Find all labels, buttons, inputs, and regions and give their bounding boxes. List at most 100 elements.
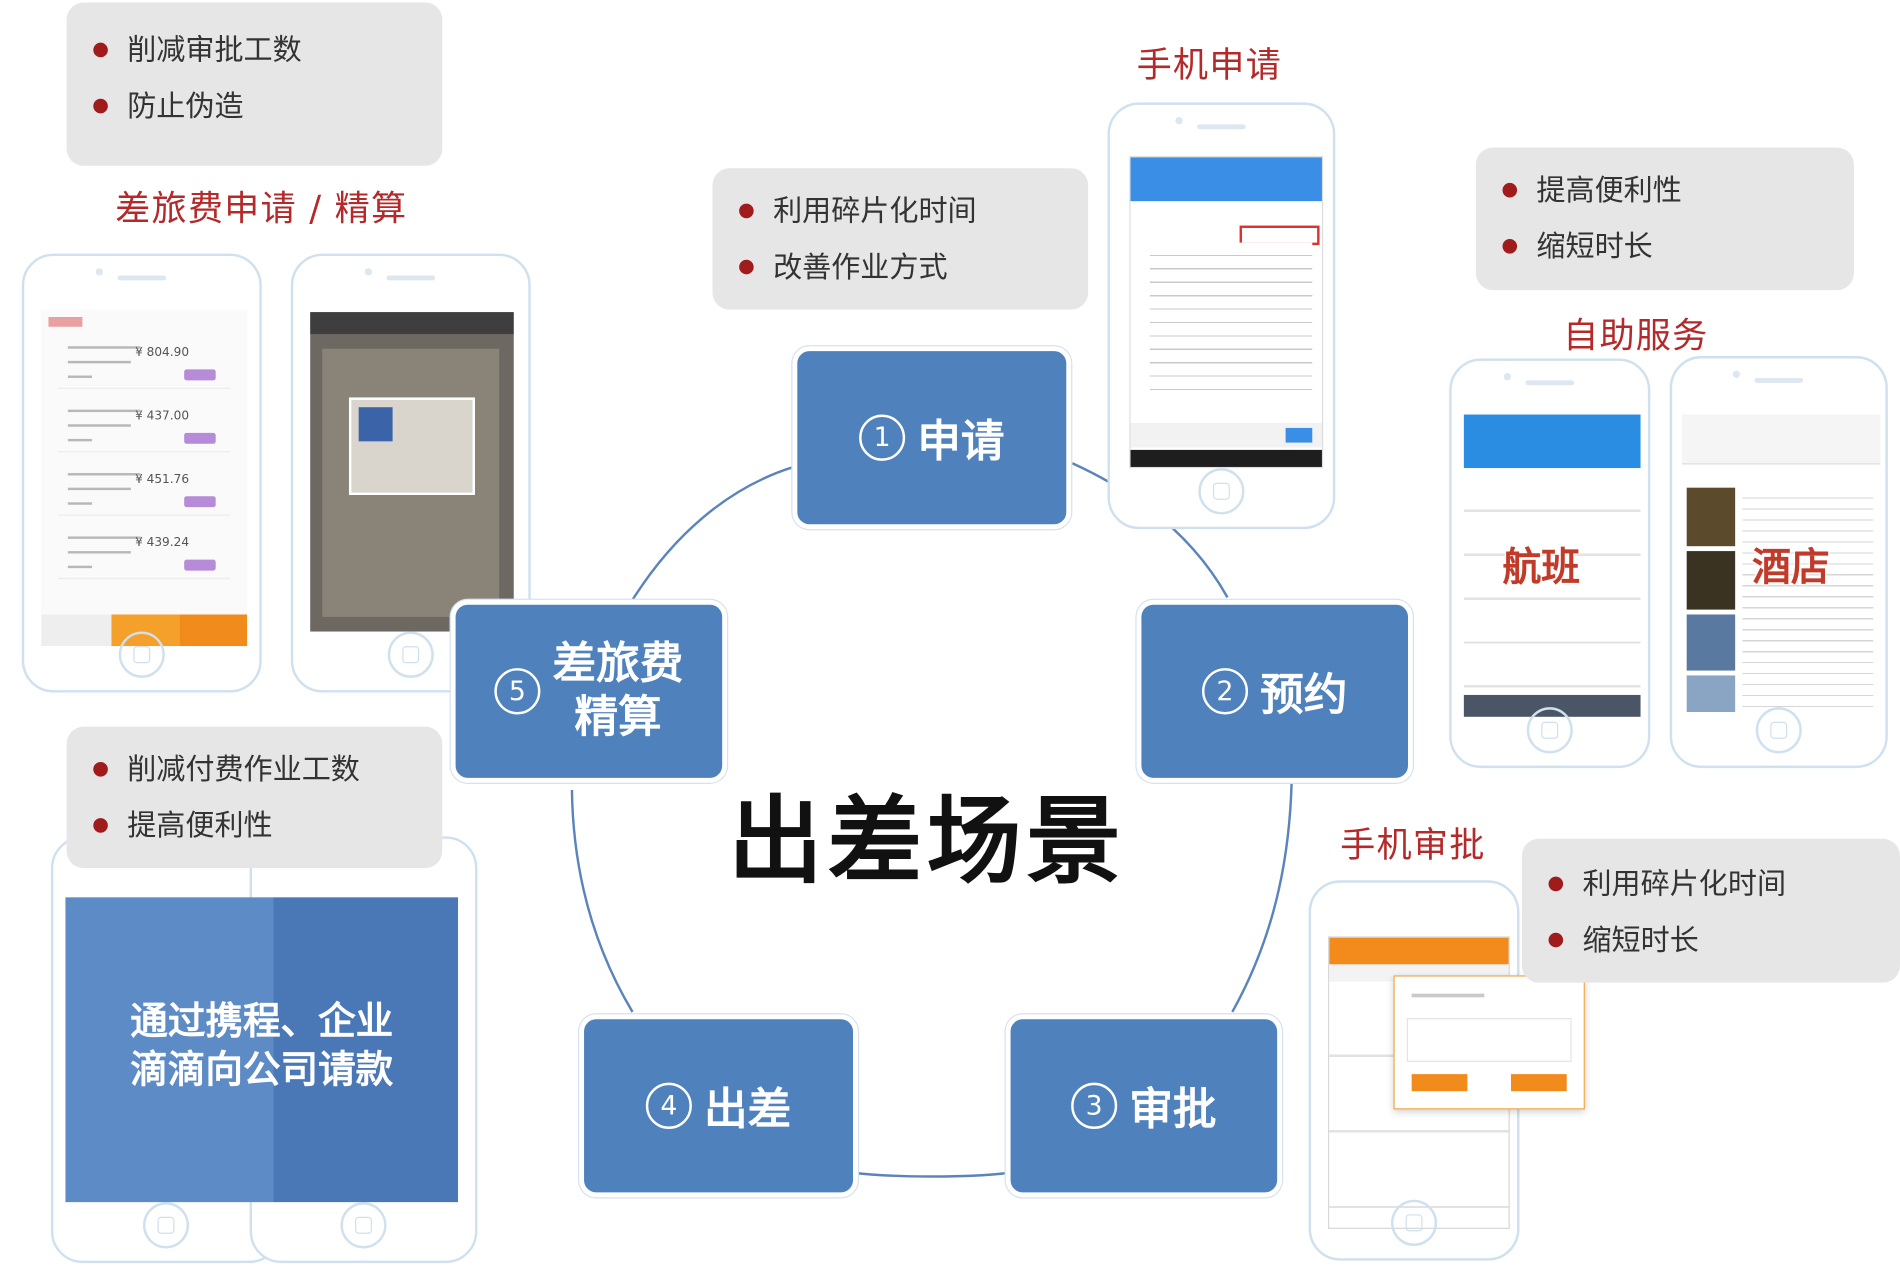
- phone-camera: [1175, 117, 1183, 125]
- payment-text-line1: 通过携程、企业: [130, 999, 394, 1044]
- arc-3-4: [854, 1171, 1009, 1178]
- phone-speaker: [386, 275, 436, 281]
- action-btn-gray: [41, 614, 112, 647]
- arc-4-5: [570, 790, 634, 1013]
- payment-text-line2: 滴滴向公司请款: [130, 1048, 394, 1093]
- flight-header: [1463, 414, 1641, 469]
- screen-header-mark: [48, 316, 83, 327]
- center-title: 出差场景: [728, 787, 1126, 898]
- invoice-scan-screen: [310, 312, 514, 632]
- hotel-phone: [1669, 356, 1888, 769]
- step-label: 出差: [703, 1085, 792, 1136]
- bullet-dot: [739, 259, 754, 275]
- approve-benefit-1: 利用碎片化时间: [1522, 856, 1900, 912]
- send-button: [1285, 427, 1313, 443]
- phone-home-button: [340, 1202, 387, 1249]
- expense-phone-scan: [290, 253, 531, 693]
- phone-home-button: [1755, 707, 1802, 754]
- flight-tab-bar: [1463, 694, 1641, 717]
- payment-benefit-2: 提高便利性: [67, 797, 443, 853]
- bullet-dot: [1548, 932, 1564, 948]
- invoice-amount: ¥ 437.00: [135, 409, 190, 424]
- expense-benefit-2: 防止伪造: [67, 78, 443, 134]
- phone-camera: [95, 268, 103, 276]
- invoice-amount: ¥ 439.24: [135, 536, 190, 550]
- step-label: 差旅费 精算: [553, 638, 684, 745]
- dialog-approve-button: [1411, 1074, 1468, 1092]
- step-number: 1: [859, 414, 906, 461]
- invoice-row: ¥ 439.24: [58, 524, 231, 580]
- step-label: 申请: [917, 416, 1005, 467]
- expense-title: 差旅费申请 / 精算: [115, 187, 408, 230]
- phone-speaker: [1754, 377, 1804, 383]
- approve-benefit-2: 缩短时长: [1522, 912, 1900, 968]
- bullet-dot: [1548, 876, 1564, 892]
- phone-home-button: [387, 631, 434, 678]
- dialog-reject-button: [1510, 1074, 1567, 1092]
- step-5-settlement: 5 差旅费 精算: [450, 599, 728, 783]
- nav-bar: [1130, 449, 1322, 467]
- expense-phone-list: ¥ 804.90 ¥ 437.00 ¥ 451.76 ¥ 439.24: [21, 253, 262, 693]
- step-number: 2: [1201, 668, 1249, 715]
- bullet-dot: [93, 762, 108, 777]
- hotel-list-screen: [1681, 414, 1881, 717]
- bullet-dot: [93, 98, 108, 114]
- step-label: 审批: [1129, 1085, 1217, 1136]
- expense-benefit-1: 削减审批工数: [67, 22, 443, 78]
- phone-camera: [364, 268, 372, 276]
- invoice-row: ¥ 437.00: [58, 397, 231, 453]
- mobile-approve-title: 手机审批: [1340, 824, 1486, 866]
- payment-benefits-box: 削减付费作业工数 提高便利性: [66, 726, 443, 869]
- flight-phone: [1449, 358, 1651, 769]
- invoice-row: ¥ 804.90: [58, 334, 231, 389]
- self-service-benefit-1: 提高便利性: [1476, 162, 1854, 218]
- phone-speaker: [1525, 380, 1574, 386]
- bullet-dot: [1502, 182, 1518, 198]
- step-number: 4: [645, 1082, 692, 1129]
- mobile-apply-title: 手机申请: [1136, 43, 1282, 86]
- self-service-benefit-2: 缩短时长: [1476, 218, 1854, 274]
- phone-speaker: [1197, 124, 1246, 130]
- phone-camera: [1503, 373, 1511, 381]
- approve-benefits-box: 利用碎片化时间 缩短时长: [1521, 838, 1900, 983]
- invoice-tag: [184, 559, 216, 571]
- phone-home-button: [1526, 707, 1573, 754]
- invoice-tag: [184, 369, 216, 381]
- invoice-tag: [184, 496, 216, 508]
- flight-rows: [1463, 468, 1641, 688]
- invoice-row: ¥ 451.76: [58, 461, 231, 516]
- arc-5-1: [631, 465, 795, 601]
- dialog-comment-field: [1406, 1018, 1572, 1062]
- step-label-line1: 差旅费: [552, 638, 684, 689]
- apply-benefit-2: 改善作业方式: [712, 239, 1088, 295]
- hotel-photo: [1686, 614, 1736, 671]
- dialog-title-line: [1411, 993, 1485, 998]
- action-btn-orange-2: [179, 614, 248, 647]
- self-service-title: 自助服务: [1563, 314, 1709, 357]
- scan-top-bar: [310, 312, 514, 335]
- apply-form-table: [1149, 242, 1313, 399]
- flight-list-screen: [1463, 414, 1641, 717]
- hotel-photo: [1686, 675, 1736, 713]
- apply-form-screen: [1129, 156, 1324, 469]
- bullet-dot: [739, 203, 754, 219]
- step-label: 预约: [1260, 670, 1348, 721]
- step-number: 5: [494, 668, 541, 715]
- step-number: 3: [1071, 1082, 1118, 1129]
- step-label-line2: 精算: [574, 692, 662, 743]
- hotel-photo: [1686, 487, 1736, 547]
- mobile-apply-phone: [1107, 102, 1336, 530]
- arc-2-3: [1231, 780, 1293, 1013]
- phone-home-button: [118, 631, 165, 678]
- self-service-benefits-box: 提高便利性 缩短时长: [1475, 147, 1854, 291]
- hotel-photo: [1686, 551, 1736, 610]
- payment-benefit-1: 削减付费作业工数: [67, 741, 443, 797]
- invoice-amount: ¥ 804.90: [135, 346, 190, 360]
- bullet-dot: [93, 818, 108, 833]
- bullet-dot: [1502, 238, 1518, 254]
- apply-benefits-box: 利用碎片化时间 改善作业方式: [712, 168, 1089, 310]
